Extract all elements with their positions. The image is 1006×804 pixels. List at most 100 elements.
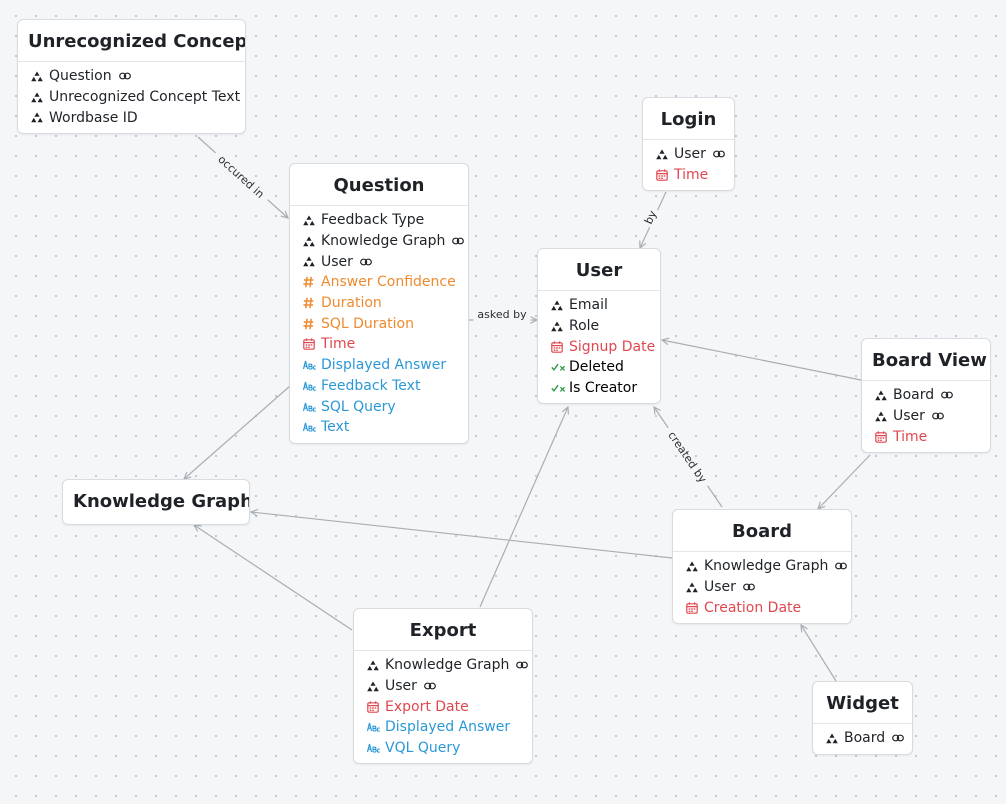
- relation-icon: [686, 582, 704, 593]
- field-label: User: [321, 253, 353, 270]
- field-label: User: [893, 408, 925, 425]
- field-row[interactable]: Text: [290, 417, 468, 438]
- link-icon[interactable]: [452, 237, 465, 245]
- field-row[interactable]: Duration: [290, 293, 468, 314]
- edge-label: occured in: [215, 153, 266, 201]
- field-label: Question: [49, 68, 112, 85]
- relation-icon: [875, 411, 893, 422]
- field-row[interactable]: Email: [538, 295, 660, 316]
- edge-label-background: [661, 424, 713, 491]
- field-list: Board: [813, 723, 912, 754]
- field-row[interactable]: Knowledge Graph: [673, 556, 851, 577]
- field-row[interactable]: Role: [538, 316, 660, 337]
- link-icon[interactable]: [743, 583, 755, 591]
- field-label: Knowledge Graph: [385, 657, 510, 674]
- relation-icon: [31, 112, 49, 123]
- link-icon[interactable]: [932, 412, 944, 420]
- link-icon[interactable]: [713, 150, 725, 158]
- hash-icon: [303, 318, 321, 330]
- field-row[interactable]: Board: [813, 728, 912, 749]
- field-row[interactable]: VQL Query: [354, 738, 532, 759]
- field-row[interactable]: Knowledge Graph: [354, 655, 532, 676]
- field-row[interactable]: Time: [862, 426, 990, 447]
- field-row[interactable]: User: [354, 676, 532, 697]
- text-icon: [303, 422, 321, 432]
- field-row[interactable]: Answer Confidence: [290, 272, 468, 293]
- field-label: Deleted: [569, 359, 624, 376]
- relation-icon: [303, 236, 321, 247]
- field-label: Answer Confidence: [321, 274, 456, 291]
- field-row[interactable]: Signup Date: [538, 336, 660, 357]
- field-row[interactable]: Displayed Answer: [290, 355, 468, 376]
- hash-icon: [303, 297, 321, 309]
- field-row[interactable]: Creation Date: [673, 597, 851, 618]
- text-icon: [303, 360, 321, 370]
- field-row[interactable]: Displayed Answer: [354, 717, 532, 738]
- field-row[interactable]: Feedback Text: [290, 376, 468, 397]
- field-row[interactable]: User: [862, 406, 990, 427]
- relation-icon: [303, 215, 321, 226]
- field-row[interactable]: SQL Duration: [290, 313, 468, 334]
- field-label: Board: [844, 730, 886, 747]
- calendar-icon: [303, 338, 321, 351]
- relation-icon: [303, 256, 321, 267]
- link-icon[interactable]: [516, 661, 529, 669]
- link-icon[interactable]: [360, 258, 372, 266]
- field-row[interactable]: Export Date: [354, 696, 532, 717]
- field-row[interactable]: Is Creator: [538, 378, 660, 399]
- link-icon[interactable]: [835, 562, 848, 570]
- edge-board-view-to-user: [662, 340, 862, 381]
- field-label: Displayed Answer: [321, 357, 447, 374]
- field-row[interactable]: Feedback Type: [290, 210, 468, 231]
- link-icon[interactable]: [424, 682, 436, 690]
- edge-board-to-knowledge-graph: [251, 512, 673, 559]
- field-label: Unrecognized Concept Text: [49, 89, 241, 106]
- field-row[interactable]: Wordbase ID: [18, 107, 245, 128]
- field-row[interactable]: Time: [290, 334, 468, 355]
- edge-export-to-user: [479, 407, 568, 608]
- field-row[interactable]: Board: [862, 385, 990, 406]
- field-label: Signup Date: [569, 338, 656, 355]
- edge-label: created by: [665, 429, 709, 485]
- field-row[interactable]: Time: [643, 165, 734, 186]
- calendar-icon: [551, 341, 569, 353]
- entity-knowledge-graph[interactable]: Knowledge Graph: [62, 479, 250, 525]
- field-label: Time: [321, 336, 356, 353]
- field-row[interactable]: Question: [18, 66, 245, 87]
- field-row[interactable]: User: [673, 577, 851, 598]
- entity-title: Knowledge Graph: [73, 491, 250, 512]
- relation-icon: [367, 681, 385, 692]
- link-icon[interactable]: [941, 391, 954, 399]
- edge-label: asked by: [477, 308, 527, 321]
- check-x-icon: [551, 383, 569, 393]
- field-row[interactable]: SQL Query: [290, 396, 468, 417]
- edge-label-group: occured in: [209, 148, 272, 206]
- field-label: Wordbase ID: [49, 109, 138, 126]
- relation-icon: [31, 71, 49, 82]
- field-label: Time: [674, 167, 709, 184]
- link-icon[interactable]: [118, 72, 131, 80]
- field-row[interactable]: Knowledge Graph: [290, 231, 468, 252]
- field-label: Knowledge Graph: [704, 558, 829, 575]
- field-label: Feedback Type: [321, 212, 425, 229]
- field-row[interactable]: Deleted: [538, 357, 660, 378]
- field-label: Knowledge Graph: [321, 233, 446, 250]
- entity-title: Export: [409, 620, 477, 641]
- relation-icon: [656, 149, 674, 160]
- field-label: User: [674, 146, 706, 163]
- field-row[interactable]: Unrecognized Concept Text: [18, 87, 245, 108]
- field-row[interactable]: User: [290, 251, 468, 272]
- field-label: Duration: [321, 295, 382, 312]
- field-row[interactable]: User: [643, 144, 734, 165]
- link-icon[interactable]: [892, 734, 905, 742]
- field-label: Text: [321, 419, 350, 436]
